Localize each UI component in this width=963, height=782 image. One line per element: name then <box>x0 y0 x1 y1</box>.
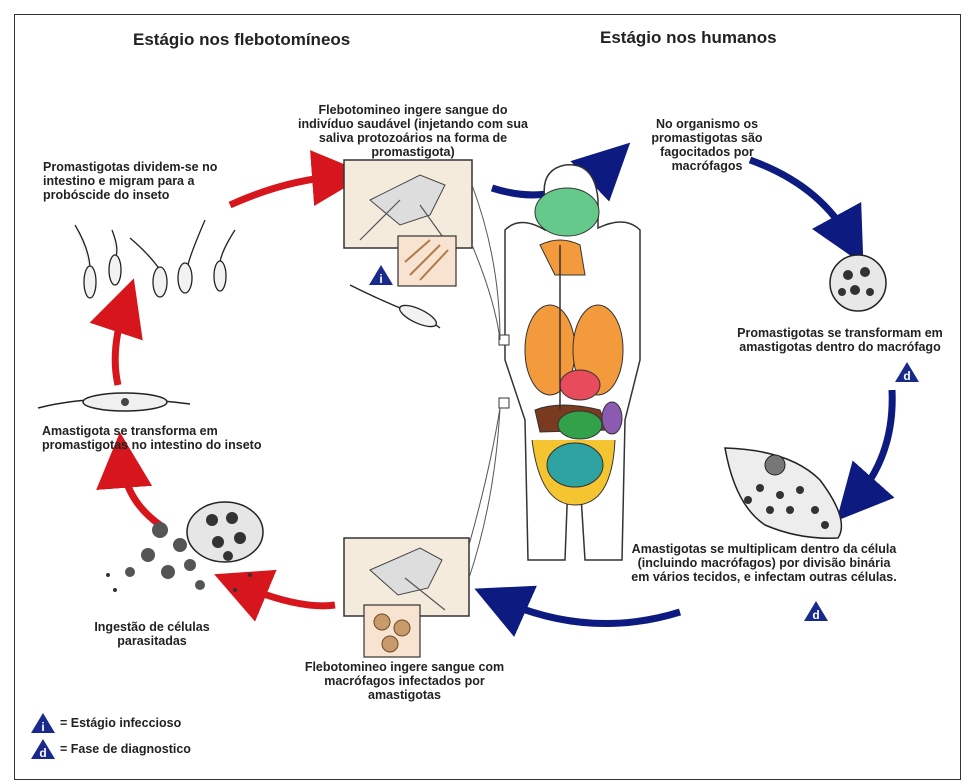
legend-diagnostic-text: = Fase de diagnostico <box>60 742 191 756</box>
label-sandfly-bite-amastigote: Flebotomineo ingere sangue com macrófago… <box>297 660 512 702</box>
label-promastigote-divide: Promastigotas dividem-se no intestino e … <box>43 160 243 202</box>
sandfly-bite-illustration-top <box>344 160 472 286</box>
arrow-macrophage-to-multiply <box>855 390 892 500</box>
human-body-illustration <box>469 165 640 578</box>
infected-cell-multiplying <box>725 448 841 538</box>
promastigote-in-sandfly <box>350 285 440 331</box>
label-phagocytosis: No organismo os promastigotas são fagoci… <box>632 117 782 173</box>
arrow-promastigote-to-bite <box>230 176 340 205</box>
svg-text:d: d <box>39 746 46 760</box>
label-transform-in-macrophage: Promastigotas se transformam em amastigo… <box>720 326 960 354</box>
legend-infective-text: = Estágio infeccioso <box>60 716 181 730</box>
label-sandfly-bite-promastigote: Flebotomineo ingere sangue do indivíduo … <box>298 103 528 159</box>
parasitized-cells-cluster <box>106 502 263 592</box>
legend-infective: i = Estágio infeccioso <box>30 712 181 734</box>
label-amastigote-transform: Amastigota se transforma em promastigota… <box>42 424 274 452</box>
diagnostic-stage-badge-icon: d <box>894 361 920 383</box>
elongated-amastigote <box>38 393 190 411</box>
label-ingestion: Ingestão de células parasitadas <box>92 620 212 648</box>
arrow-ingestion-to-amastigote <box>122 460 160 525</box>
promastigote-cluster <box>75 220 235 298</box>
svg-text:d: d <box>812 608 819 622</box>
sandfly-bite-illustration-bottom <box>344 538 469 657</box>
arrow-bite-to-ingestion <box>240 585 335 606</box>
svg-text:i: i <box>41 720 44 734</box>
macrophage-with-amastigotes-top <box>830 255 886 311</box>
label-multiply: Amastigotas se multiplicam dentro da cél… <box>630 542 898 584</box>
infective-legend-icon: i <box>30 712 56 734</box>
infective-stage-badge-icon: i <box>368 264 394 286</box>
legend-diagnostic: d = Fase de diagnostico <box>30 738 191 760</box>
svg-text:d: d <box>903 369 910 383</box>
arrow-multiply-to-bite <box>500 600 680 624</box>
arrow-amastigote-to-promastigote <box>115 305 125 385</box>
diagnostic-stage-badge-icon-2: d <box>803 600 829 622</box>
svg-text:i: i <box>379 272 382 286</box>
diagnostic-legend-icon: d <box>30 738 56 760</box>
